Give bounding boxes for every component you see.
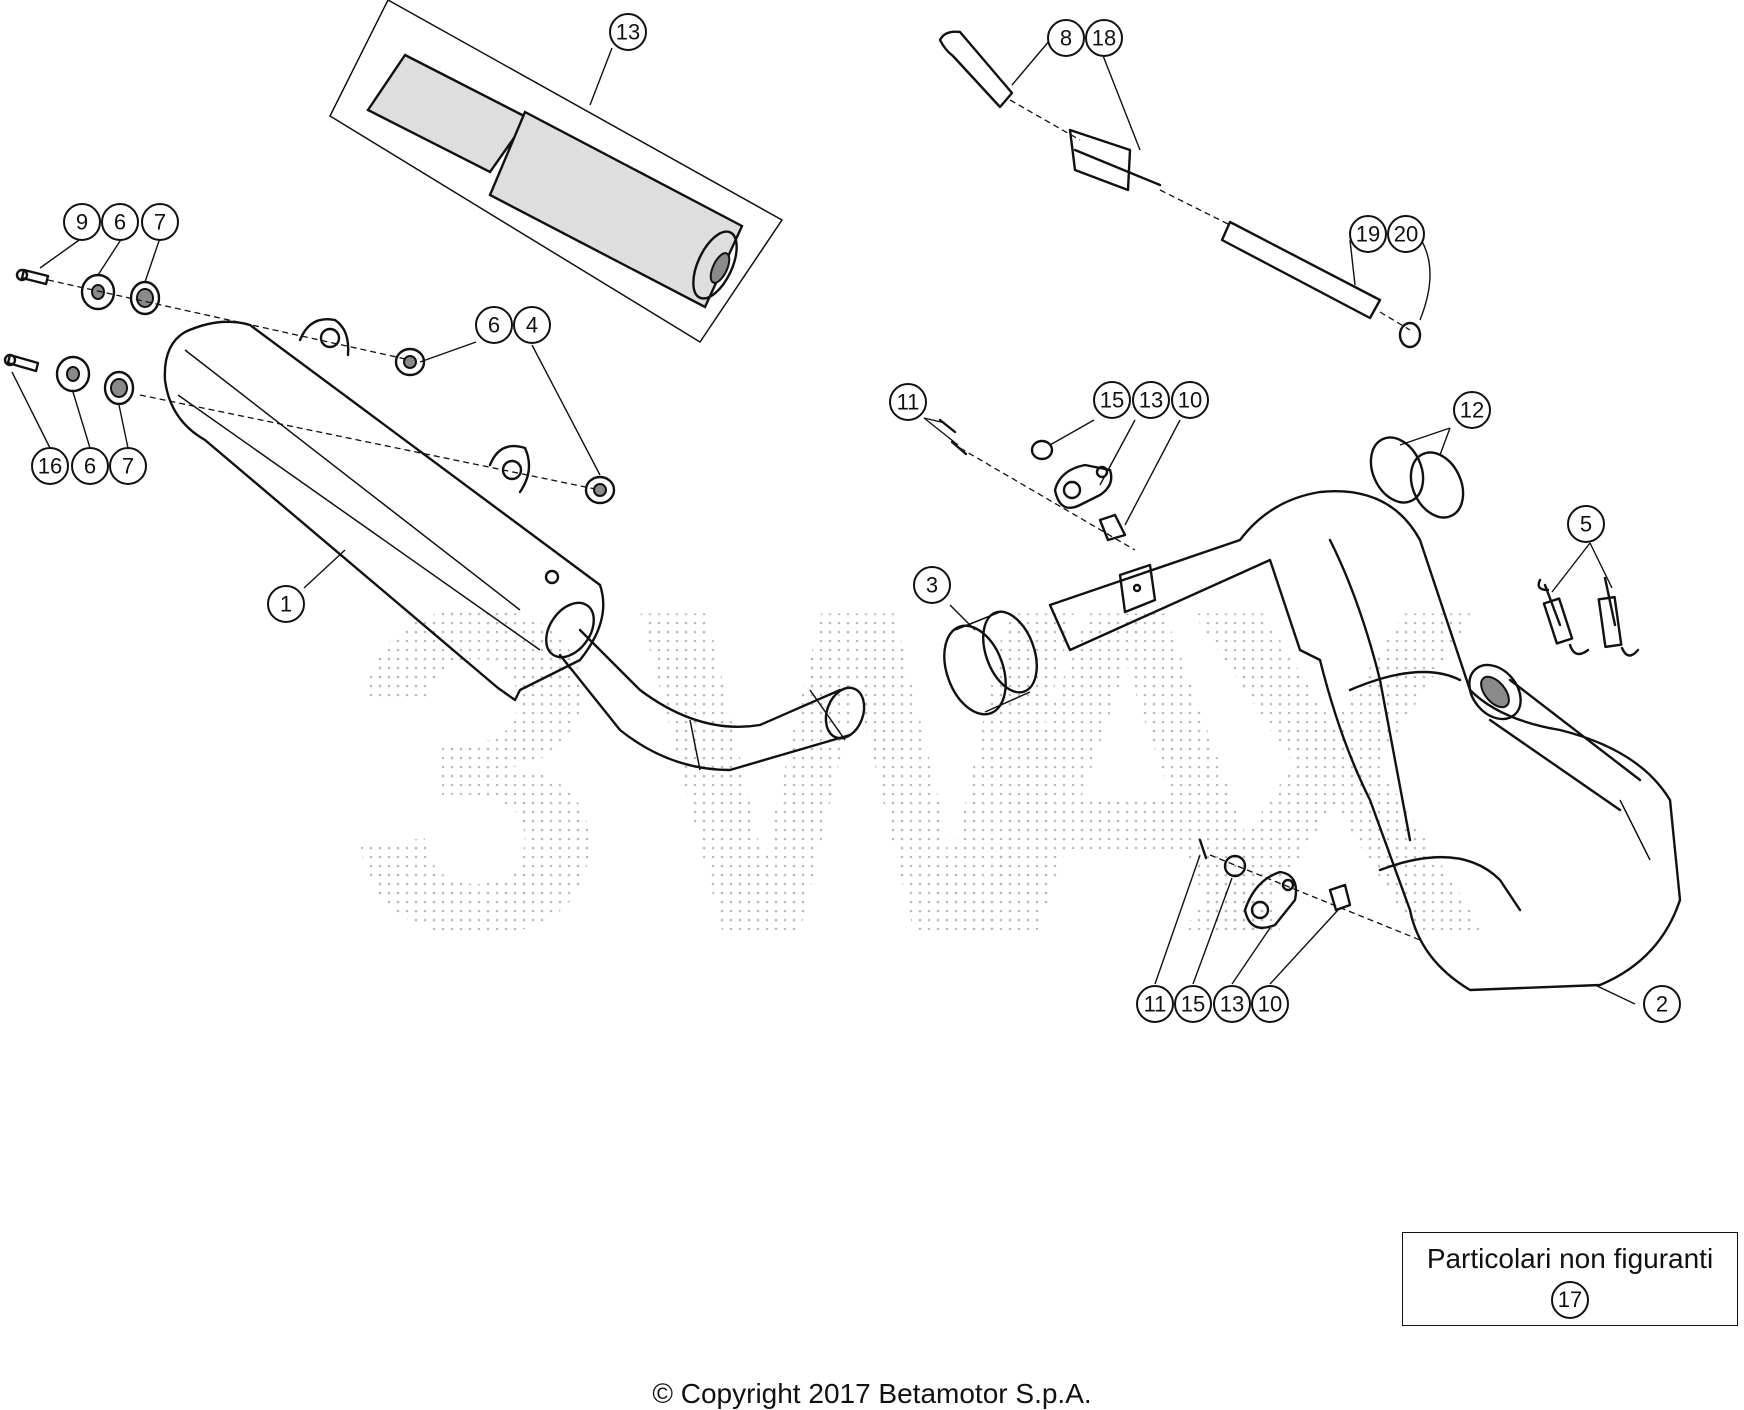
callout-label: 6 [114,210,126,235]
coupling-sleeve [943,610,1038,716]
callout-label: 5 [1580,512,1592,537]
callout-13: 13 [1132,381,1170,419]
exhaust-springs [1537,576,1640,657]
mount-hardware-lower [3,353,616,505]
callout-label: 19 [1356,222,1380,247]
callout-15: 15 [1174,985,1212,1023]
not-shown-parts-legend: Particolari non figuranti 17 [1402,1232,1738,1326]
callout-label: 4 [526,313,538,338]
svg-text:W: W [640,515,1078,1028]
callout-label: 10 [1258,992,1282,1017]
exhaust-gaskets [1369,436,1465,519]
svg-text:A: A [960,515,1292,1028]
callout-label: 3 [926,573,938,598]
callout-2: 2 [1643,985,1681,1023]
callout-19: 19 [1349,215,1387,253]
callout-label: 13 [616,20,640,45]
callout-label: 12 [1460,398,1484,423]
legend-title: Particolari non figuranti [1426,1243,1714,1274]
callout-16: 16 [31,447,69,485]
callout-6: 6 [475,306,513,344]
callout-18: 18 [1085,19,1123,57]
upper-bracket-hardware [938,418,1136,551]
callout-17: 17 [1551,1281,1589,1319]
svg-text:3: 3 [350,515,606,1028]
svg-text:X: X [1180,515,1489,1028]
callout-7: 7 [141,203,179,241]
callout-label: 7 [154,210,166,235]
callout-6: 6 [71,447,109,485]
callout-14: 13 [609,13,647,51]
callout-label: 1 [280,592,292,617]
callout-label: 6 [84,454,96,479]
callout-20: 20 [1387,215,1425,253]
callout-label: 11 [897,390,920,415]
callout-6: 6 [101,203,139,241]
callout-10: 10 [1251,985,1289,1023]
callout-15: 15 [1093,381,1131,419]
lower-bracket-hardware [1198,838,1421,941]
callout-9: 9 [63,203,101,241]
callout-label: 8 [1060,26,1072,51]
callout-12: 12 [1453,391,1491,429]
copyright-notice: © Copyright 2017 Betamotor S.p.A. [652,1378,1092,1409]
callout-label: 9 [76,210,88,235]
callout-label: 2 [1656,992,1668,1017]
callout-8: 8 [1047,19,1085,57]
callout-label: 7 [122,454,134,479]
callout-11: 11 [889,383,927,421]
callout-label: 10 [1178,388,1202,413]
callout-label: 11 [1144,992,1167,1017]
exhaust-pipe [1048,490,1682,992]
callout-1: 1 [267,585,305,623]
vent-hoses [938,30,1422,349]
callout-10: 10 [1171,381,1209,419]
leader-lines [11,39,1636,1005]
callout-5: 5 [1567,505,1605,543]
callout-label: 13 [1220,992,1244,1017]
callout-label: 6 [488,313,500,338]
callout-4: 4 [513,306,551,344]
callout-3: 3 [913,566,951,604]
callout-7: 7 [109,447,147,485]
callout-13: 13 [1213,985,1251,1023]
callout-11: 11 [1136,985,1174,1023]
callout-label: 15 [1181,992,1205,1017]
silencer-packing [329,0,784,344]
callout-label: 20 [1394,222,1418,247]
callout-label: 16 [38,454,62,479]
callout-label: 13 [1139,388,1163,413]
watermark-logo: 3 W A X [350,515,1489,1028]
callout-label: 15 [1100,388,1124,413]
callout-label: 18 [1092,26,1116,51]
mount-hardware-upper [15,268,426,377]
